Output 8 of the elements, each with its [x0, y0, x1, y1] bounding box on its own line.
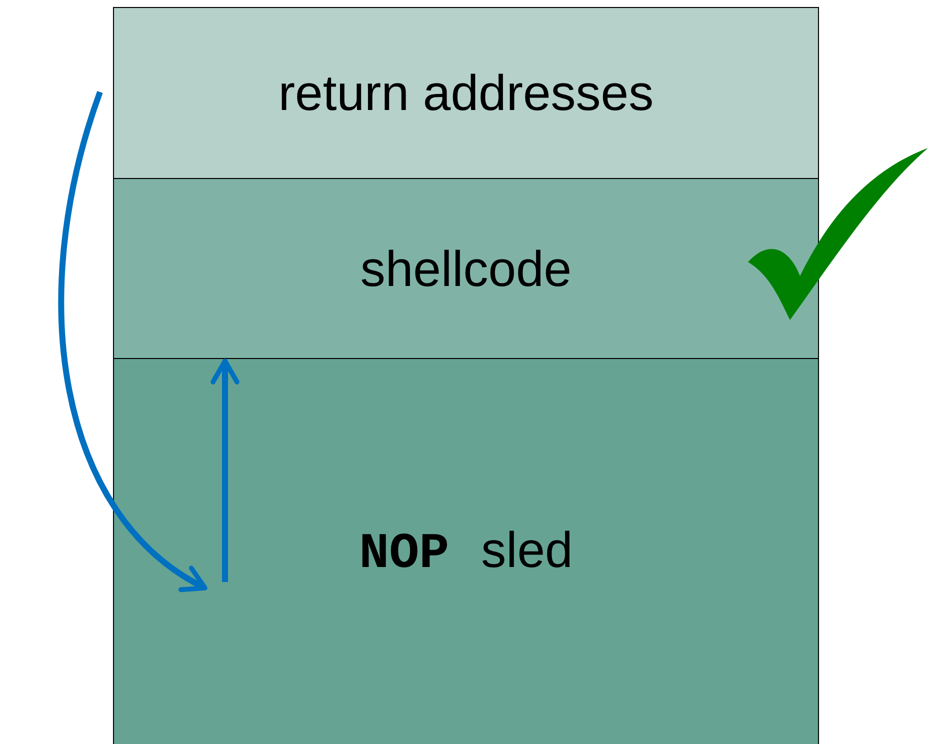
- region-label: return addresses: [278, 64, 654, 122]
- arrow: [58, 91, 208, 591]
- stack-region: [113, 358, 819, 744]
- region-label: NOP sled: [359, 520, 573, 582]
- arrow: [210, 358, 240, 582]
- stack-region: [113, 7, 819, 179]
- region-label: shellcode: [360, 240, 572, 298]
- stack-region: [113, 178, 819, 359]
